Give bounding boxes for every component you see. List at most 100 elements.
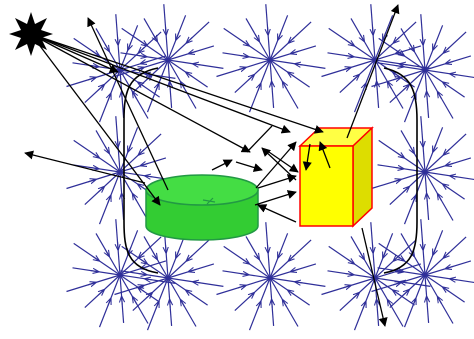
probe-arrow bbox=[122, 297, 123, 305]
probe-arrow bbox=[438, 92, 442, 99]
probe-arrow bbox=[268, 27, 269, 35]
probe-arrow bbox=[295, 282, 303, 283]
probe-arrow bbox=[291, 51, 299, 53]
probe-arrow bbox=[238, 285, 246, 287]
probe-arrow bbox=[105, 146, 109, 153]
probe-arrow bbox=[156, 84, 159, 91]
probe-arrow bbox=[258, 302, 261, 309]
probe-arrow bbox=[444, 47, 450, 53]
probe-arrow bbox=[88, 77, 96, 79]
probe-arrow bbox=[427, 297, 428, 305]
probe-arrow bbox=[105, 249, 109, 256]
probe-arrow bbox=[243, 41, 250, 46]
probe-arrow bbox=[186, 290, 193, 295]
probe-arrow bbox=[255, 34, 259, 41]
probe-arrow bbox=[373, 27, 374, 35]
probe-arrow bbox=[394, 255, 400, 261]
probe-arrow bbox=[186, 72, 193, 77]
probe-arrow bbox=[289, 37, 295, 43]
probe-arrow bbox=[118, 37, 119, 45]
probe-arrow bbox=[433, 43, 436, 50]
probe-arrow bbox=[444, 149, 450, 155]
probe-arrow bbox=[187, 37, 193, 43]
probe-arrow bbox=[248, 75, 254, 80]
probe-arrow bbox=[446, 163, 454, 165]
probe-arrow bbox=[295, 64, 303, 65]
probe-arrow bbox=[145, 176, 153, 177]
light-ray bbox=[236, 162, 262, 170]
probe-arrow bbox=[393, 290, 400, 295]
probe-arrow bbox=[363, 302, 366, 309]
probe-arrow bbox=[446, 61, 454, 63]
probe-arrow bbox=[393, 282, 401, 284]
probe-arrow bbox=[403, 187, 409, 192]
probe-arrow bbox=[176, 251, 179, 258]
probe-arrow bbox=[383, 251, 386, 258]
radiance-probe-icon bbox=[217, 4, 326, 112]
probe-arrow bbox=[393, 179, 401, 181]
probe-arrow bbox=[398, 153, 405, 158]
probe-arrow bbox=[122, 194, 123, 202]
probe-arrow bbox=[139, 47, 145, 53]
probe-arrow bbox=[444, 252, 450, 258]
light-ray bbox=[247, 126, 272, 152]
probe-arrow bbox=[138, 287, 145, 292]
probe-arrow bbox=[427, 92, 428, 100]
probe-arrow bbox=[450, 279, 458, 280]
probe-arrow bbox=[170, 300, 171, 308]
probe-arrow bbox=[170, 82, 171, 90]
probe-arrow bbox=[145, 279, 153, 280]
light-ray bbox=[31, 34, 323, 132]
radiance-probe-icon bbox=[322, 222, 431, 330]
light-ray bbox=[255, 192, 296, 205]
probe-arrow bbox=[248, 293, 254, 298]
probe-arrow bbox=[427, 194, 428, 202]
probe-arrow bbox=[348, 259, 355, 264]
probe-arrow bbox=[450, 74, 458, 75]
light-ray bbox=[25, 153, 145, 183]
probe-arrow bbox=[105, 44, 109, 51]
probe-arrow bbox=[153, 252, 157, 259]
radiance-probe-icon bbox=[372, 116, 474, 224]
probe-arrow bbox=[413, 196, 416, 203]
probe-arrow bbox=[393, 77, 401, 79]
probe-grid bbox=[67, 4, 474, 330]
probe-arrow bbox=[289, 255, 295, 261]
probe-arrow bbox=[272, 82, 273, 90]
probe-arrow bbox=[139, 274, 147, 275]
probe-arrow bbox=[98, 187, 104, 192]
probe-arrow bbox=[141, 163, 149, 165]
probe-arrow bbox=[189, 269, 197, 271]
probe-arrow bbox=[98, 290, 104, 295]
probe-arrow bbox=[258, 84, 261, 91]
probe-arrow bbox=[243, 259, 250, 264]
probe-arrow bbox=[166, 27, 167, 35]
probe-arrow bbox=[181, 300, 185, 307]
light-ray bbox=[266, 150, 298, 172]
probe-arrow bbox=[423, 242, 424, 250]
probe-arrow bbox=[278, 33, 281, 40]
probe-arrow bbox=[283, 82, 287, 89]
probe-arrow bbox=[348, 41, 355, 46]
probe-arrow bbox=[141, 259, 148, 264]
probe-arrow bbox=[400, 64, 408, 65]
probe-arrow bbox=[268, 245, 269, 253]
probe-arrow bbox=[98, 85, 104, 90]
box-object bbox=[300, 128, 372, 226]
probe-arrow bbox=[291, 269, 299, 271]
probe-arrow bbox=[403, 85, 409, 90]
probe-arrow bbox=[238, 67, 246, 69]
probe-arrow bbox=[166, 245, 167, 253]
probe-arrow bbox=[423, 139, 424, 147]
probe-arrow bbox=[156, 302, 159, 309]
probe-arrow bbox=[133, 92, 137, 99]
probe-arrow bbox=[176, 33, 179, 40]
probe-arrow bbox=[423, 37, 424, 45]
probe-arrow bbox=[343, 285, 351, 287]
probe-arrow bbox=[396, 168, 404, 169]
probe-arrow bbox=[360, 34, 364, 41]
probe-arrow bbox=[93, 256, 100, 261]
probe-arrow bbox=[394, 37, 400, 43]
probe-arrow bbox=[128, 43, 131, 50]
probe-arrow bbox=[353, 75, 359, 80]
